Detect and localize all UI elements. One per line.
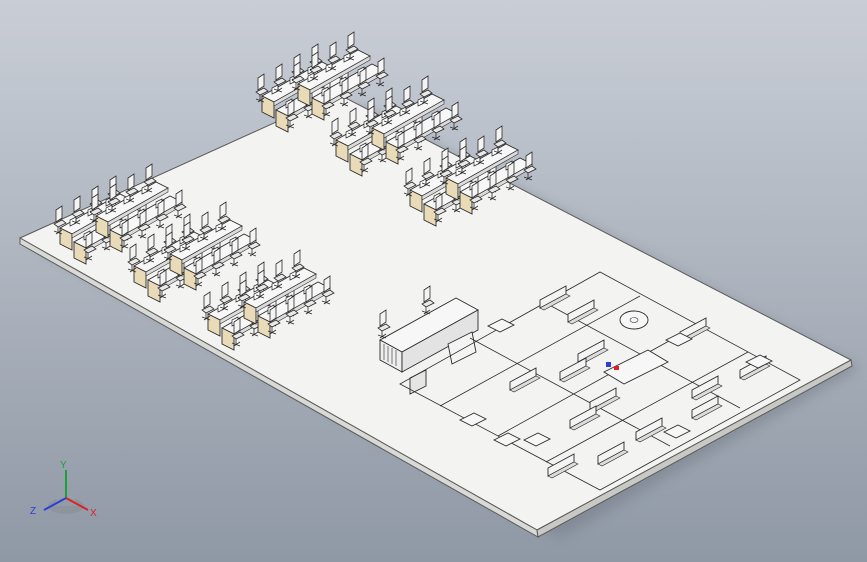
z-axis-label: Z: [30, 506, 36, 517]
y-axis-label: Y: [60, 460, 67, 471]
reception-counter[interactable]: [377, 285, 479, 395]
office-furniture[interactable]: [459, 285, 773, 479]
x-axis-label: X: [90, 508, 97, 519]
coordinate-triad: Y X Z: [30, 460, 97, 519]
